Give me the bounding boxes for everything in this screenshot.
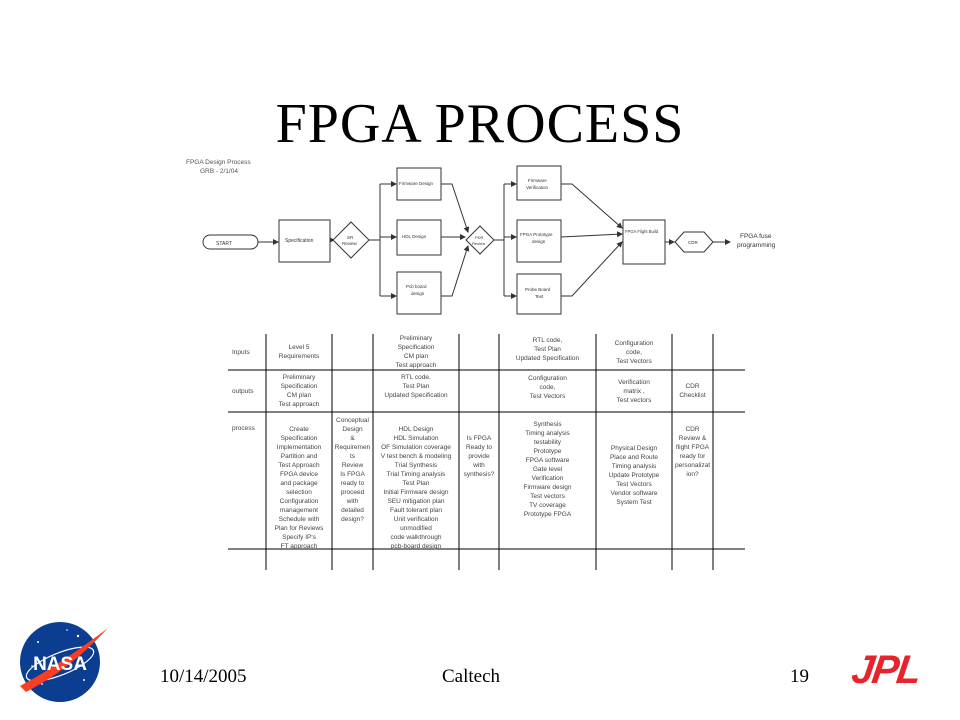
jpl-logo: JPL xyxy=(848,648,923,692)
sr-review-label-1: SR xyxy=(347,235,354,240)
inputs-cell-5: RTL code, Test Plan Updated Specificatio… xyxy=(515,337,580,362)
footer-organization: Caltech xyxy=(442,666,501,687)
flow-caption: FPGA Design Process GRB - 2/1/04 xyxy=(186,158,251,176)
row-label-process: process xyxy=(232,425,255,432)
firmware-verification-label-1: Firmware xyxy=(528,178,547,183)
process-cell-1: Create Specification Implementation Part… xyxy=(274,426,324,550)
probe-board-label-1: Probe Board xyxy=(525,287,551,292)
probe-board-label-2: Test xyxy=(535,294,544,299)
fpga-flight-build-box xyxy=(622,219,666,265)
outputs-cell-5: Configuration code, Test Vectors xyxy=(528,375,567,400)
firmware-design-box xyxy=(396,167,442,201)
process-cell-3: HDL Design HDL Simulation OF Simulation … xyxy=(380,426,452,550)
nasa-logo-text: NASA xyxy=(33,654,87,675)
outputs-cell-3: RTL code, Test Plan Updated Specificatio… xyxy=(384,374,448,399)
cdr-diamond xyxy=(674,231,714,253)
pcb-design-box xyxy=(396,271,442,315)
flow-diagram: START Specification SR Review Firmware D… xyxy=(202,165,776,315)
cdr-label: CDR xyxy=(688,240,698,245)
nasa-logo: NASA xyxy=(20,622,108,702)
process-cell-6: Physical Design Place and Route Timing a… xyxy=(608,445,660,506)
hdl-design-box xyxy=(396,219,442,256)
specification-label: Specification xyxy=(285,238,314,244)
inputs-cell-1: Level 5 Requirements xyxy=(278,344,320,360)
end-label-1: FPGA fuse xyxy=(740,233,772,240)
footer-page-number: 19 xyxy=(790,666,809,687)
firmware-verification-label-2: Verification xyxy=(526,185,549,190)
row-label-outputs: outputs xyxy=(232,388,254,395)
firmware-verification-box xyxy=(516,165,562,201)
end-label-2: programming xyxy=(737,242,776,249)
outputs-cell-6: Verification matrix , Test vectors xyxy=(616,379,652,404)
pdr-review-diamond xyxy=(465,225,495,255)
pcb-design-label-1: Pcb board xyxy=(406,284,427,289)
fpga-prototype-label-2: design xyxy=(532,239,546,244)
probe-board-box xyxy=(516,273,562,315)
row-label-inputs: Inputs xyxy=(232,349,250,356)
start-label: START xyxy=(216,241,232,247)
start-node xyxy=(202,234,259,250)
fpga-prototype-label-1: FPGA Prototype xyxy=(520,232,553,237)
sr-review-diamond xyxy=(332,221,370,259)
sr-review-label-2: Review xyxy=(342,241,358,246)
slide-title: FPGA PROCESS xyxy=(275,93,685,155)
outputs-cell-1: Preliminary Specification CM plan Test a… xyxy=(278,374,320,408)
flow-caption-date: GRB - 2/1/04 xyxy=(200,168,238,175)
inputs-cell-6: Configuration code, Test Vectors xyxy=(614,340,654,365)
process-cell-7: CDR Review & flight FPGA ready for perso… xyxy=(674,426,711,478)
pdr-review-label-1: PDR xyxy=(475,235,484,240)
inputs-cell-3: Preliminary Specification CM plan Test a… xyxy=(395,335,437,369)
pcb-design-label-2: design xyxy=(411,291,425,296)
outputs-cell-7: CDR Checklist xyxy=(679,383,706,399)
process-cell-4: Is FPGA Ready to provide with synthesis? xyxy=(463,435,495,478)
process-cell-5: Synthesis Timing analysis testability Pr… xyxy=(523,421,572,518)
flow-caption-title: FPGA Design Process xyxy=(186,159,251,166)
fpga-flight-build-label: FPGA Flight Build xyxy=(625,229,659,234)
process-cell-2: Conceptual Design & Requiremen ts Review… xyxy=(334,417,371,523)
pdr-review-label-2: Review xyxy=(472,241,485,246)
fpga-prototype-box xyxy=(516,219,562,263)
footer-date: 10/14/2005 xyxy=(160,666,247,687)
hdl-design-label: HDL Design xyxy=(402,234,427,239)
specification-box xyxy=(278,219,331,263)
firmware-design-label: Firmware Design xyxy=(399,181,434,186)
